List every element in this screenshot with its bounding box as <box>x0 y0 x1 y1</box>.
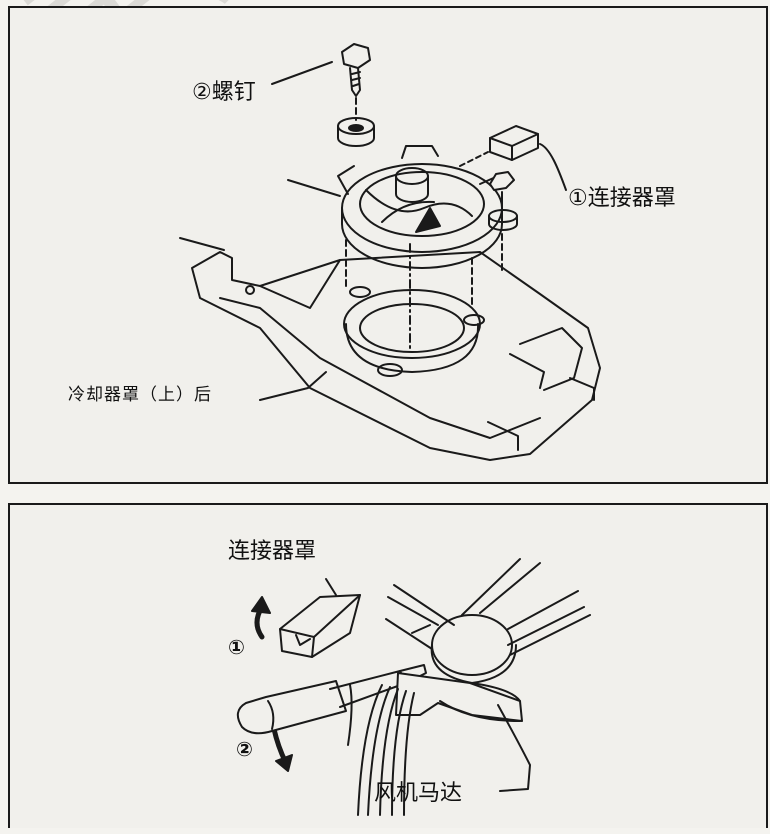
fan-motor-part <box>385 558 591 722</box>
step-2-label: ② <box>236 737 253 761</box>
cover-leader-line <box>259 371 327 401</box>
connector-leader-line <box>539 143 567 191</box>
fan-assembly <box>337 145 507 269</box>
wire-bundle <box>347 684 415 816</box>
exploded-view-drawing <box>179 43 601 461</box>
arrow-up-icon <box>251 596 271 640</box>
connector-removal-drawing <box>236 558 591 816</box>
connector-block <box>489 125 539 161</box>
base-leader-line <box>179 237 225 251</box>
step-1-label: ① <box>228 635 245 659</box>
connector-cover-label: ①连接器罩 <box>568 186 676 211</box>
fan-motor-label: 风机马达 <box>374 781 463 806</box>
screw-part <box>341 43 371 97</box>
cooler-cover-base <box>191 251 601 461</box>
connector-cover-label-bottom: 连接器罩 <box>228 539 317 564</box>
motor-leader-line <box>497 704 531 792</box>
screw-leader-line <box>271 61 333 85</box>
screw-label: ②螺钉 <box>192 80 256 105</box>
bottom-diagram-panel: 连接器罩 ① ② 风机马达 <box>8 503 768 828</box>
cooler-cover-label: 冷却器罩（上）后 <box>68 385 212 405</box>
screw-right-part <box>488 171 518 231</box>
cover-leader-line-bottom <box>325 578 337 596</box>
connector-cover-part <box>279 594 361 658</box>
top-diagram-panel: ②螺钉 ①连接器罩 冷却器罩（上）后 <box>8 6 768 484</box>
fan-leader-line <box>287 179 341 197</box>
grommet-part <box>337 117 375 147</box>
arrow-down-icon <box>271 726 293 772</box>
